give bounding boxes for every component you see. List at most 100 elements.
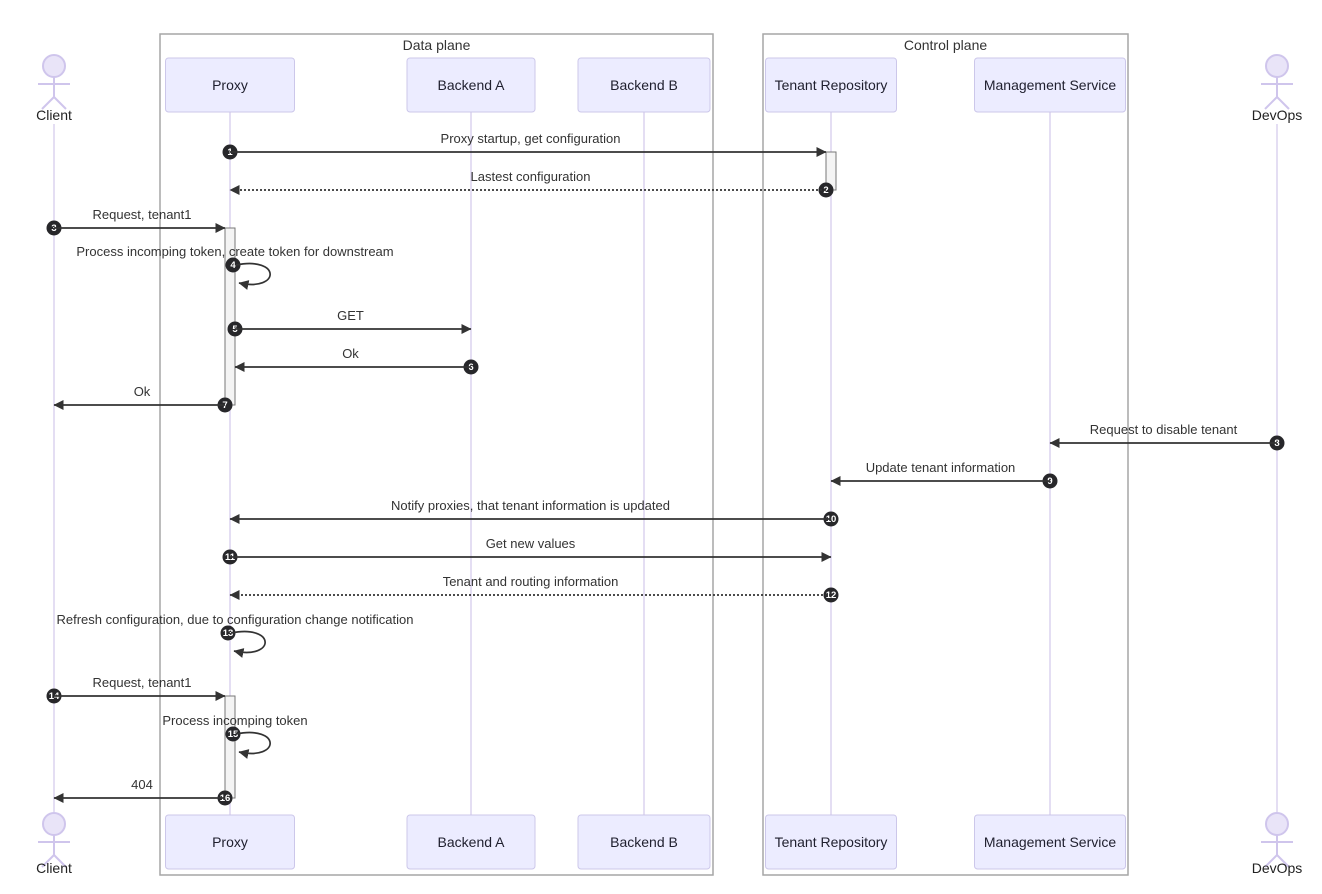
- message-16: 404: [53, 777, 225, 803]
- actor-devops-top-label: DevOps: [1252, 107, 1303, 123]
- actor-client-bottom-head: [42, 812, 66, 836]
- actor-devops-bottom: DevOps: [1252, 812, 1303, 876]
- message-12: Tenant and routing information: [229, 574, 831, 600]
- actor-devops-top-leg-left: [1264, 96, 1278, 110]
- participant-backend-b-top-label: Backend B: [610, 77, 678, 93]
- participant-backend-a-bottom-label: Backend A: [438, 834, 506, 850]
- actor-client-top-leg-right: [53, 96, 67, 110]
- participant-management-service-bottom-label: Management Service: [984, 834, 1117, 850]
- actor-devops-top-head: [1265, 54, 1289, 78]
- actor-client-bottom-leg-right: [53, 854, 67, 868]
- message-3-label: Request, tenant1: [92, 207, 191, 222]
- message-13-number: 13: [223, 628, 234, 639]
- message-13-label: Refresh configuration, due to configurat…: [56, 612, 413, 627]
- actor-client-bottom-leg-left: [41, 854, 55, 868]
- actor-client-top: Client: [36, 54, 72, 123]
- participant-proxy-top-label: Proxy: [212, 77, 248, 93]
- actor-devops-bottom-leg-left: [1264, 854, 1278, 868]
- message-15-label: Process incomping token: [162, 713, 307, 728]
- participant-tenant-repository-bottom: Tenant Repository: [765, 814, 897, 870]
- actor-client-bottom-label: Client: [36, 860, 72, 876]
- actor-devops-top: DevOps: [1252, 54, 1303, 123]
- participant-backend-b-top-box: [577, 57, 711, 113]
- actor-client-top-leg-left: [41, 96, 55, 110]
- message-8-label: Request to disable tenant: [1090, 422, 1238, 437]
- message-1: Proxy startup, get configuration: [230, 131, 827, 157]
- frame-control-plane-border: [762, 33, 1129, 876]
- participant-backend-a-bottom-box: [406, 814, 536, 870]
- frame-data-plane: Data plane: [159, 33, 714, 876]
- actor-devops-top-leg-right: [1276, 96, 1290, 110]
- actor-client-top-label: Client: [36, 107, 72, 123]
- message-11-label: Get new values: [486, 536, 576, 551]
- frame-control-plane: Control plane: [762, 33, 1129, 876]
- participant-tenant-repository-top-label: Tenant Repository: [775, 77, 888, 93]
- actor-devops-bottom-head: [1265, 812, 1289, 836]
- message-6: Ok: [234, 346, 471, 372]
- message-15-self-loop: [235, 731, 271, 759]
- participant-backend-a-top: Backend A: [406, 57, 536, 113]
- actor-client-top-figure: [38, 54, 70, 110]
- message-4-number: 4: [230, 260, 236, 271]
- message-7: Ok: [53, 384, 225, 410]
- message-16-label: 404: [131, 777, 153, 792]
- participant-proxy-top: Proxy: [165, 57, 295, 113]
- message-13: Refresh configuration, due to configurat…: [56, 612, 414, 658]
- participant-proxy-bottom-box: [165, 814, 295, 870]
- message-7-label: Ok: [134, 384, 151, 399]
- participant-proxy-top-box: [165, 57, 295, 113]
- actor-devops-bottom-leg-right: [1276, 854, 1290, 868]
- actor-client-top-head: [42, 54, 66, 78]
- participant-backend-a-top-box: [406, 57, 536, 113]
- message-9-label: Update tenant information: [866, 460, 1016, 475]
- message-5: GET: [235, 308, 472, 334]
- participant-tenant-repository-top-box: [765, 57, 897, 113]
- actor-client-bottom: Client: [36, 812, 72, 876]
- participant-backend-a-bottom: Backend A: [406, 814, 536, 870]
- participant-backend-b-bottom-label: Backend B: [610, 834, 678, 850]
- message-14: Request, tenant1: [54, 675, 226, 701]
- message-9: Update tenant information: [830, 460, 1050, 486]
- participant-backend-b-bottom: Backend B: [577, 814, 711, 870]
- message-10-label: Notify proxies, that tenant information …: [391, 498, 670, 513]
- message-2: Lastest configuration: [229, 169, 826, 195]
- message-14-label: Request, tenant1: [92, 675, 191, 690]
- message-2-label: Lastest configuration: [471, 169, 591, 184]
- participant-backend-a-top-label: Backend A: [438, 77, 506, 93]
- message-13-self-loop: [230, 630, 266, 658]
- frame-control-plane-label: Control plane: [904, 37, 987, 53]
- participant-backend-b-top: Backend B: [577, 57, 711, 113]
- message-4: Process incomping token, create token fo…: [76, 244, 394, 290]
- message-12-label: Tenant and routing information: [443, 574, 619, 589]
- frame-data-plane-border: [159, 33, 714, 876]
- message-13-number-badge: [220, 625, 236, 641]
- participant-management-service-bottom: Management Service: [974, 814, 1126, 870]
- message-15-number: 15: [228, 729, 239, 740]
- actor-devops-top-figure: [1261, 54, 1293, 110]
- message-4-number-badge: [225, 257, 241, 273]
- actor-client-bottom-figure: [38, 812, 70, 868]
- participant-management-service-top-box: [974, 57, 1126, 113]
- message-15: Process incomping token: [162, 713, 308, 759]
- participant-proxy-bottom-label: Proxy: [212, 834, 248, 850]
- message-10: Notify proxies, that tenant information …: [229, 498, 831, 524]
- message-11: Get new values: [230, 536, 832, 562]
- message-8: Request to disable tenant: [1049, 422, 1277, 448]
- participant-backend-b-bottom-box: [577, 814, 711, 870]
- frame-data-plane-label: Data plane: [403, 37, 471, 53]
- activation-proxy-2: [224, 695, 236, 799]
- message-1-label: Proxy startup, get configuration: [441, 131, 621, 146]
- participant-tenant-repository-bottom-label: Tenant Repository: [775, 834, 888, 850]
- actor-devops-bottom-figure: [1261, 812, 1293, 868]
- message-3: Request, tenant1: [54, 207, 226, 233]
- message-15-number-badge: [225, 726, 241, 742]
- message-6-label: Ok: [342, 346, 359, 361]
- actor-devops-bottom-label: DevOps: [1252, 860, 1303, 876]
- message-5-label: GET: [337, 308, 364, 323]
- participant-tenant-repository-top: Tenant Repository: [765, 57, 897, 113]
- participant-management-service-top-label: Management Service: [984, 77, 1117, 93]
- participant-proxy-bottom: Proxy: [165, 814, 295, 870]
- message-4-label: Process incomping token, create token fo…: [76, 244, 393, 259]
